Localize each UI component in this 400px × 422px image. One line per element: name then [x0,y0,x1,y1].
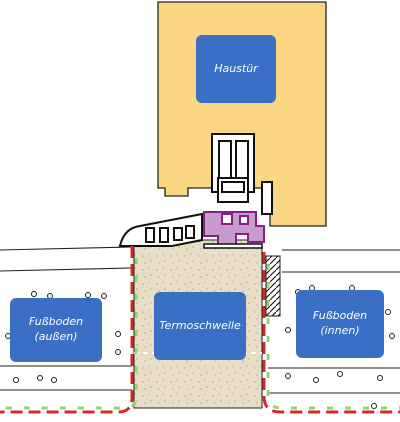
inside-floor-label-line1: Fußboden [312,309,368,323]
outside-floor-label-line1: Fußboden [28,315,84,329]
sealing-membranes [0,246,400,414]
outside-floor-label-line2: (außen) [34,330,78,343]
outside-floor-label: Fußboden (außen) [10,298,102,362]
inside-floor-label-line2: (innen) [320,324,360,337]
outside-floor-lines [0,246,133,391]
threshold-label: Termoschwelle [154,292,246,360]
door-profile [211,133,273,215]
threshold-profile [118,212,203,247]
door-label-text: Haustür [214,61,258,75]
door-label: Haustür [196,35,276,103]
inside-floor-label: Fußboden (innen) [296,290,384,358]
threshold-label-text: Termoschwelle [159,318,241,332]
threshold-top-rail [203,243,263,249]
inside-floor-lines [268,249,400,394]
seal-profile [203,211,265,247]
